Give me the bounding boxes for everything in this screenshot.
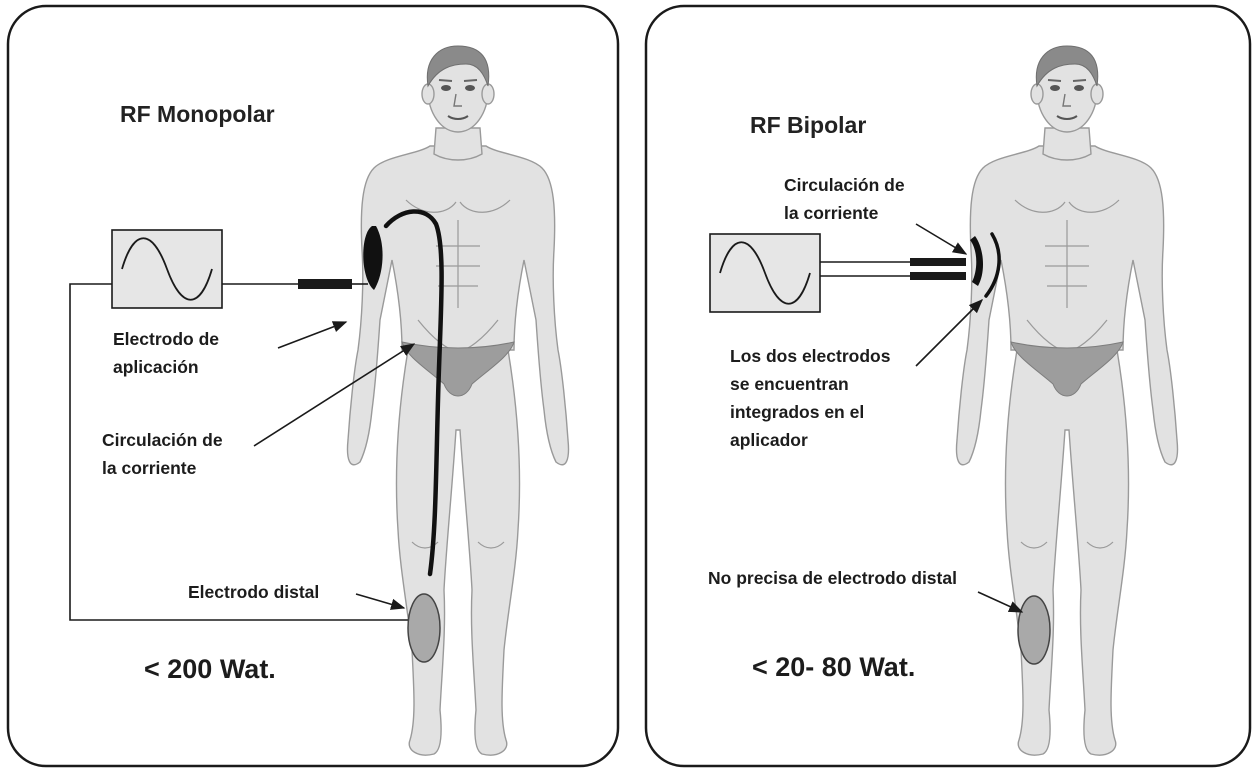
- monopolar-distal-electrode: [408, 594, 440, 662]
- monopolar-generator: [112, 230, 222, 308]
- monopolar-panel-frame: [8, 6, 618, 766]
- monopolar-panel: RF Monopolar Electrodo de aplicación Cir…: [8, 6, 618, 766]
- monopolar-title: RF Monopolar: [120, 101, 275, 127]
- monopolar-label-current-line1: Circulación de: [102, 430, 223, 450]
- bipolar-label-current-line2: la corriente: [784, 203, 879, 223]
- bipolar-title: RF Bipolar: [750, 112, 866, 138]
- monopolar-label-electrode-app-line2: aplicación: [113, 357, 199, 377]
- monopolar-label-distal: Electrodo distal: [188, 582, 319, 602]
- monopolar-label-electrode-app-line1: Electrodo de: [113, 329, 219, 349]
- bipolar-panel: RF Bipolar Circulación de la corriente L…: [646, 6, 1250, 766]
- bipolar-power: < 20- 80 Wat.: [752, 652, 915, 682]
- monopolar-cable-handle: [298, 279, 352, 289]
- bipolar-label-electrodes-line1: Los dos electrodos: [730, 346, 891, 366]
- bipolar-label-distal: No precisa de electrodo distal: [708, 568, 957, 588]
- monopolar-label-current-line2: la corriente: [102, 458, 197, 478]
- bipolar-label-electrodes-line2: se encuentran: [730, 374, 849, 394]
- monopolar-power: < 200 Wat.: [144, 654, 276, 684]
- bipolar-distal-area: [1018, 596, 1050, 664]
- bipolar-cable-handle-2: [910, 272, 966, 280]
- bipolar-label-current-line1: Circulación de: [784, 175, 905, 195]
- bipolar-label-electrodes-line4: aplicador: [730, 430, 808, 450]
- bipolar-label-electrodes-line3: integrados en el: [730, 402, 864, 422]
- bipolar-cable-handle-1: [910, 258, 966, 266]
- bipolar-generator: [710, 234, 820, 312]
